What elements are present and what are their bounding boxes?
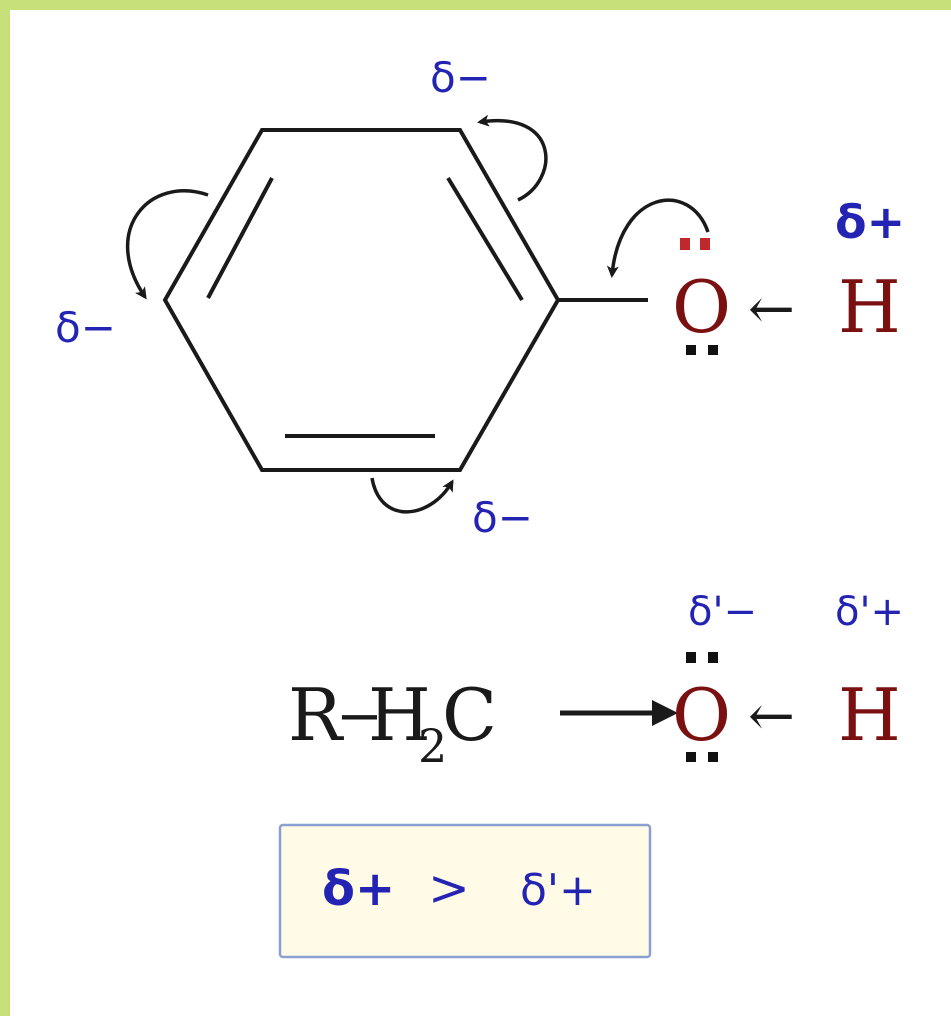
phenol-hydrogen-atom: H bbox=[838, 265, 901, 349]
alcohol-inductive-arrow bbox=[560, 700, 678, 726]
curved-arrow-oxygen bbox=[606, 198, 710, 278]
delta-bottom-label: δ− bbox=[472, 493, 533, 542]
lone-pair-dot bbox=[686, 345, 696, 355]
curved-arrow-left bbox=[125, 189, 209, 300]
phenol-oxygen-atom: O bbox=[672, 265, 731, 349]
alcohol-oxygen-atom: O bbox=[672, 673, 731, 757]
lone-pair-dot bbox=[708, 345, 718, 355]
comparison-box bbox=[278, 823, 652, 959]
alcohol-oxygen-lone-pairs bbox=[686, 652, 718, 762]
electron-shift-arrows bbox=[125, 114, 710, 514]
comparison-left: δ+ bbox=[322, 861, 395, 917]
lone-pair-dot bbox=[708, 752, 718, 762]
delta-top-label: δ− bbox=[430, 53, 491, 102]
curved-arrow-top bbox=[477, 114, 548, 202]
lone-pair-dot bbox=[686, 652, 696, 663]
alcohol-c-atom: C bbox=[442, 673, 497, 757]
alcohol-r-group: R bbox=[288, 673, 344, 757]
lone-pair-dot bbox=[680, 238, 690, 250]
alcohol-r-dash: − bbox=[336, 684, 383, 749]
alcohol-h-subscript: 2 bbox=[418, 719, 447, 773]
alcohol-oh-arrow: ← bbox=[748, 684, 795, 749]
phenol-oh-arrow: ← bbox=[748, 277, 795, 342]
delta-plus-hydrogen-label: δ+ bbox=[835, 195, 905, 249]
lone-pair-dot bbox=[686, 752, 696, 762]
alcohol-h-atom: H bbox=[368, 673, 431, 757]
curved-arrow-bottom bbox=[370, 477, 454, 514]
alcohol-delta-hydrogen-label: δ'+ bbox=[835, 589, 904, 635]
alcohol-hydrogen-atom: H bbox=[838, 673, 901, 757]
double-bond-upper-right bbox=[446, 176, 524, 302]
lone-pair-dot bbox=[700, 238, 710, 250]
alcohol-delta-oxygen-label: δ'− bbox=[688, 589, 757, 635]
benzene-ring bbox=[162, 128, 648, 472]
double-bond-upper-left bbox=[206, 177, 274, 299]
comparison-operator: > bbox=[428, 859, 470, 917]
ring-outline bbox=[162, 128, 561, 472]
comparison-right: δ'+ bbox=[520, 865, 596, 916]
phenol-oxygen-lone-pairs bbox=[680, 238, 718, 355]
delta-left-label: δ− bbox=[55, 303, 116, 352]
lone-pair-dot bbox=[708, 652, 718, 663]
